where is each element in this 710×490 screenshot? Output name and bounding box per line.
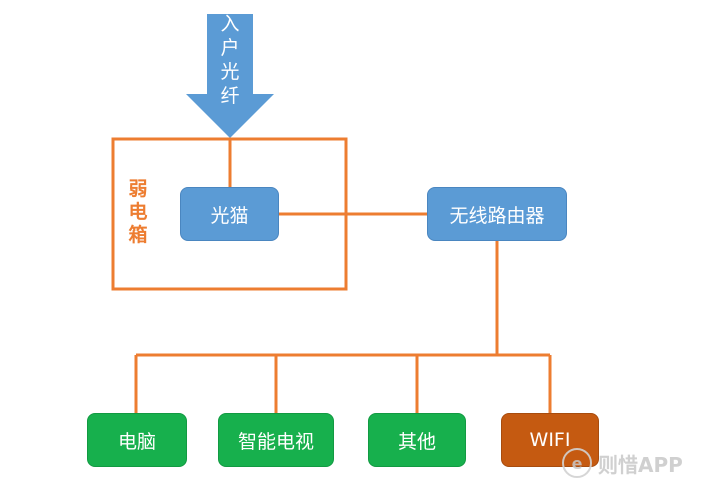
weak-box-char: 箱: [128, 224, 148, 246]
fiber-label: 入 户 光 纤: [208, 12, 252, 108]
weak-box-label: 弱 电 箱: [125, 178, 151, 247]
fiber-arrow: [186, 14, 274, 138]
fiber-char: 纤: [220, 85, 240, 107]
watermark: e 则惜APP: [562, 444, 683, 482]
fiber-char: 光: [220, 61, 240, 83]
pc-node: 电脑: [87, 413, 187, 467]
watermark-text: 则惜APP: [598, 452, 683, 477]
weak-box-char: 弱: [128, 178, 148, 200]
weak-box-char: 电: [128, 201, 148, 223]
e-logo-icon: e: [562, 448, 592, 478]
other-node: 其他: [368, 413, 466, 467]
modem-node: 光猫: [180, 187, 279, 241]
smart-tv-node: 智能电视: [218, 413, 334, 467]
router-node: 无线路由器: [427, 187, 567, 241]
fiber-char: 户: [220, 37, 240, 59]
fiber-char: 入: [220, 13, 240, 35]
